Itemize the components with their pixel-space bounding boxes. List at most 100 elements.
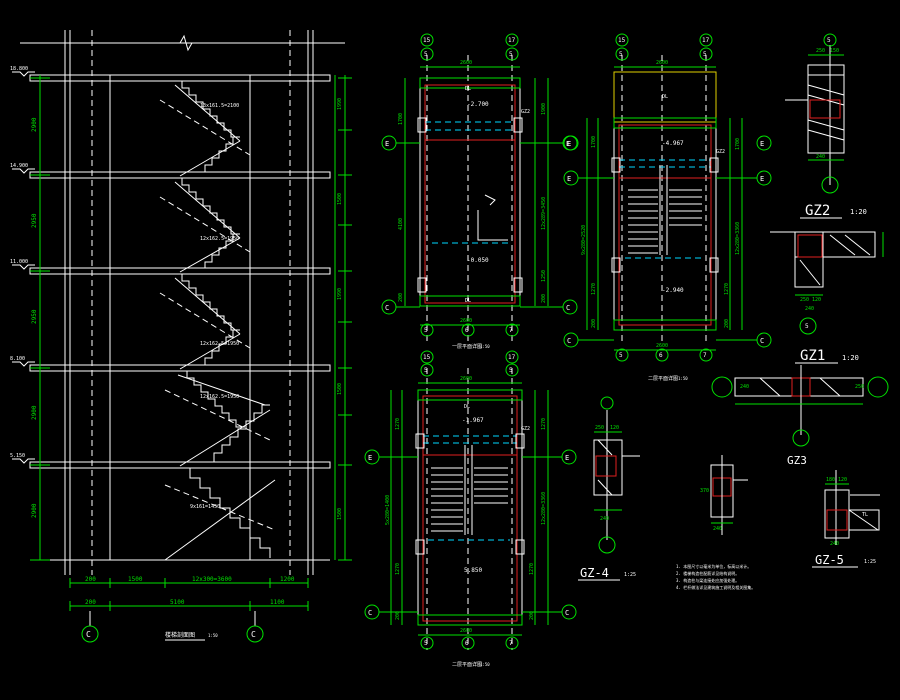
flight-label-1: 13x161.5=2100 (200, 103, 239, 109)
plan3-left-dim-2: 5x280=1400 (385, 495, 391, 525)
height-label-4: 2900 (31, 405, 38, 420)
gz1-title: GZ1 (800, 348, 825, 364)
plan1-width-top: 2600 (460, 60, 472, 66)
plan3-axis-side-right-bottom: C (565, 609, 569, 617)
plan1-level-b: -0.050 (467, 257, 489, 264)
gz3-title: GZ3 (787, 454, 807, 467)
plan3-axis-bottom-1: 5 (424, 640, 428, 647)
floor-slabs (29, 74, 331, 561)
flight-labels: 13x161.5=2100 12x162.5=1950 12x162.5=195… (190, 103, 239, 510)
plan1-axis-side-right: E (566, 140, 570, 148)
plan2-right-dim-4: 200 (724, 319, 730, 328)
detail-gz5: 180 120 240 TL GZ-5 1:25 (812, 470, 880, 568)
gz5-title: GZ-5 (815, 553, 844, 567)
plan3-level-b: 5.850 (464, 567, 482, 574)
axis-bubble-right: C (251, 630, 256, 639)
stair-flights (164, 80, 276, 561)
plan2-beam: DL (662, 94, 668, 100)
plan2-left-dim-2: 9x280=2520 (581, 225, 587, 255)
plan1-axis-top-2: 5 (424, 51, 428, 58)
plan3-beam: DL (464, 404, 470, 410)
plan3-axis-top-3: 17 (508, 354, 516, 361)
plan1-right-dim-4: 200 (541, 294, 547, 303)
plan1-axis-top-4: 5 (509, 51, 513, 58)
gz2-dim-1: 250 (816, 48, 825, 54)
plan2-width-top: 2600 (656, 60, 668, 66)
gz4-dim-2: 120 (610, 425, 619, 431)
plan3-left-dim-3: 1270 (395, 563, 401, 575)
gz1-dim-2: 120 (812, 297, 821, 303)
plan1-right-dim-3: 1250 (541, 270, 547, 282)
gz1-dim-1: 250 (800, 297, 809, 303)
plan1-axis-bottom-2: 6 (465, 327, 469, 334)
note-4: 4. 栏杆做法详见建筑施工说明及相关图集。 (676, 584, 755, 590)
right-mark-2: 1500 (337, 193, 343, 205)
plan3-right-dim-1: 1270 (541, 418, 547, 430)
gzx-dim-2: 370 (700, 488, 709, 494)
section-left-dimensions: 2900 2950 2950 2900 2900 18.800 14.900 1… (10, 66, 50, 561)
flight-label-3: 12x162.5=1950 (200, 341, 239, 347)
plan3-axis-side-left-bottom: C (368, 609, 372, 617)
plan2-axis-top-2: 5 (619, 51, 623, 58)
plan1-level-a: -2.700 (467, 101, 489, 108)
plan2-axis-side-left-2: E (567, 175, 571, 183)
plan1-axis-bottom-3: 7 (509, 327, 513, 334)
plan2-axis-top-3: 17 (702, 37, 710, 44)
height-label-2: 2950 (31, 213, 38, 228)
gz2-axis-top: 5 (827, 37, 831, 44)
plan3-axis-top-2: 5 (424, 367, 428, 374)
dim-bottom-d: 1200 (280, 576, 295, 583)
detail-gz1: 250 120 240 5 GZ1 1:20 (770, 231, 884, 364)
plan3-left-dim-1: 1270 (395, 418, 401, 430)
gz5-scale: 1:25 (864, 559, 876, 565)
plan2-axis-bottom-2: 6 (659, 352, 663, 359)
gz5-dim-3: 240 (830, 541, 839, 547)
plan3-level-a: -1.967 (462, 417, 484, 424)
plan2-level-b: -2.940 (662, 287, 684, 294)
flight-label-5: 9x161=1450 (190, 504, 220, 510)
plan1-width-bottom: 2600 (460, 318, 472, 324)
plan2-width-bottom: 2600 (656, 343, 668, 349)
gz4-title: GZ-4 (580, 566, 609, 580)
plan2-axis-top-4: 5 (703, 51, 707, 58)
plan3-axis-side-right: E (565, 454, 569, 462)
plan2-treads (628, 189, 702, 254)
gz1-dim-3: 240 (805, 306, 814, 312)
gz4-scale: 1:25 (624, 572, 636, 578)
plan2-right-dim-2: 12x280=3360 (735, 222, 741, 255)
plan3-width-bottom: 2600 (460, 628, 472, 634)
note-2: 2. 楼梯构造柱配筋详见结构说明。 (676, 570, 739, 576)
dim-bottom-a: 200 (85, 576, 96, 583)
flight-label-2: 12x162.5=1950 (200, 236, 239, 242)
plan3-axis-bottom-2: 6 (465, 640, 469, 647)
dim-bottom-e: 200 (85, 599, 96, 606)
plan1-left-dim-1: 1700 (398, 113, 404, 125)
plan1-axis-bottom-1: 5 (424, 327, 428, 334)
plan1-title: 一层平面详图 (452, 343, 482, 350)
dim-bottom-c: 12x300=3600 (192, 576, 232, 583)
level-mark-2: 14.900 (10, 163, 28, 169)
gz4-dim-1: 250 (595, 425, 604, 431)
plan2-level-a: -4.967 (662, 140, 684, 147)
plan3-axis-bottom-3: 7 (509, 640, 513, 647)
detail-gzx: 240 370 (700, 455, 748, 535)
plan2-axis-bottom-1: 5 (619, 352, 623, 359)
plan1-col-tag: GZ2 (521, 109, 530, 115)
plan3-title: 二层平面详图 (452, 661, 482, 668)
plan3-right-dim-3: 1270 (529, 563, 535, 575)
plan1-axis-top-3: 17 (508, 37, 516, 44)
gz2-title: GZ2 (805, 203, 830, 219)
plan3-axis-side-left: E (368, 454, 372, 462)
plan1-axis-side-left: E (385, 140, 389, 148)
plan1-beam-top: DL (465, 86, 471, 92)
plan3-col-tag: GZ2 (521, 426, 530, 432)
plan2-right-dim-1: 1700 (735, 138, 741, 150)
level-mark-3: 11.000 (10, 259, 28, 265)
plan2-axis-side-left-1: E (567, 140, 571, 148)
plan2-axis-side-right-3: C (760, 337, 764, 345)
plan1-beam-bottom: DL (465, 298, 471, 304)
plan-detail-2: -4.967 -2.940 DL GZ2 2600 2600 1700 9x28… (563, 33, 772, 382)
right-mark-4: 1500 (337, 383, 343, 395)
dim-total: 5100 (170, 599, 185, 606)
